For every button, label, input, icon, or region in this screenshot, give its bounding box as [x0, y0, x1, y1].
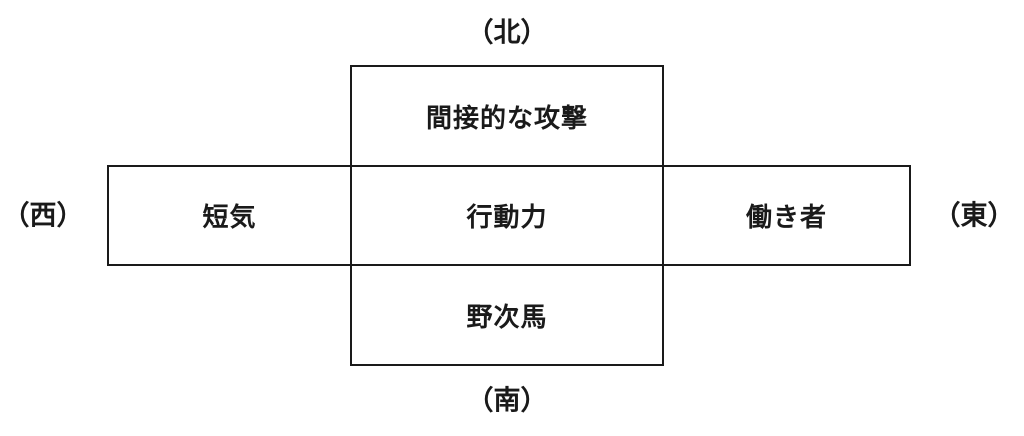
cell-east-text: 働き者	[745, 203, 827, 233]
west-label: （西）	[2, 200, 84, 232]
cell-south: 野次馬	[350, 264, 664, 366]
cell-east: 働き者	[662, 165, 911, 266]
cell-north-text: 間接的な攻撃	[425, 103, 588, 134]
north-label: （北）	[466, 17, 548, 49]
south-label: （南）	[466, 385, 548, 417]
cell-center: 行動力	[350, 165, 664, 266]
cell-west-text: 短気	[202, 203, 257, 233]
cell-south-text: 野次馬	[466, 302, 548, 333]
cell-center-text: 行動力	[466, 203, 548, 233]
east-label: （東）	[933, 200, 1015, 232]
cell-west: 短気	[107, 165, 352, 266]
cell-north: 間接的な攻撃	[350, 65, 664, 167]
